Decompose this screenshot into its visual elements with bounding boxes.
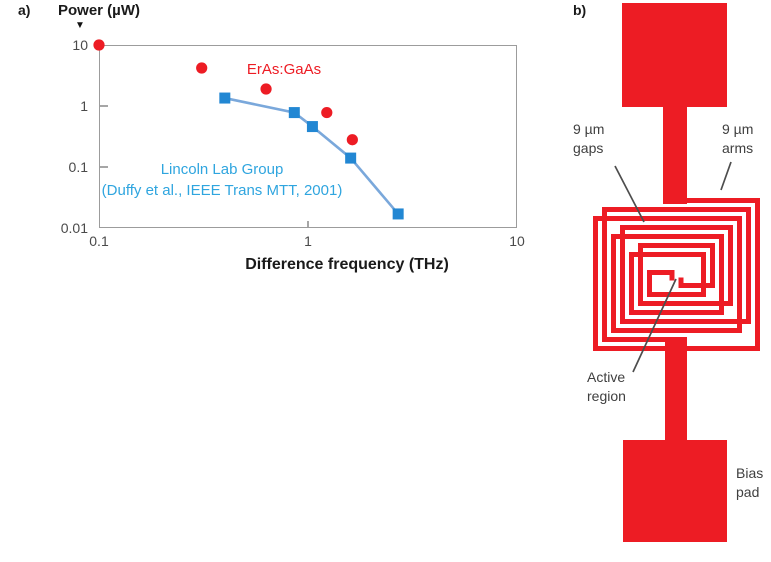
data-point-circle xyxy=(196,62,208,74)
antenna-drawing xyxy=(593,3,760,542)
chart-canvas xyxy=(93,39,404,228)
x-tick-label: 0.1 xyxy=(89,233,109,249)
x-tick-label: 1 xyxy=(304,233,312,249)
series-label-lincoln-line1: Lincoln Lab Group xyxy=(160,161,284,178)
bias-pad-label: Bias pad xyxy=(736,465,764,500)
x-axis-title: Difference frequency (THz) xyxy=(245,256,449,273)
data-point-square xyxy=(306,121,318,133)
data-point-circle xyxy=(260,83,272,95)
series-label-lincoln-line2: (Duffy et al., IEEE Trans MTT, 2001) xyxy=(101,182,343,199)
data-point-circle xyxy=(346,134,358,146)
data-point-circle xyxy=(93,39,105,51)
data-point-circle xyxy=(321,106,333,119)
leader-line-arms xyxy=(720,161,732,191)
data-point-square xyxy=(288,107,300,119)
gaps-label: 9 µm gaps xyxy=(573,121,605,156)
data-point-square xyxy=(345,152,357,164)
arms-label: 9 µm arms xyxy=(722,121,754,156)
y-tick-label: 1 xyxy=(80,98,88,114)
series-label-eras-gaas: ErAs:GaAs xyxy=(246,61,322,78)
y-axis-arrow-icon: ▼ xyxy=(75,20,85,31)
data-point-square xyxy=(392,208,404,220)
x-tick-label: 10 xyxy=(509,233,525,249)
spiral-arm-bottom xyxy=(602,207,751,342)
square-spiral-antenna xyxy=(593,198,760,351)
panel-b-label: b) xyxy=(573,2,587,18)
leader-line-active-region xyxy=(632,278,677,373)
leader-line-gaps xyxy=(614,165,645,223)
y-tick-label: 0.1 xyxy=(68,159,88,175)
y-axis-title: Power (µW) xyxy=(58,2,140,19)
y-tick-label: 10 xyxy=(72,37,88,53)
top-bias-pad xyxy=(622,3,727,107)
top-feed-line xyxy=(663,100,687,204)
y-tick-label: 0.01 xyxy=(60,220,88,236)
data-point-square xyxy=(219,92,231,104)
spiral-arm-top xyxy=(593,198,760,351)
bottom-feed-line xyxy=(665,337,687,441)
plot-area xyxy=(93,39,517,228)
panel-a-label: a) xyxy=(18,2,31,18)
bottom-bias-pad xyxy=(623,440,727,542)
panel-a-chart: a) Power (µW) ▼ ErAs:GaAs Lincoln Lab Gr… xyxy=(0,0,540,300)
active-region-label: Active region xyxy=(587,369,626,404)
